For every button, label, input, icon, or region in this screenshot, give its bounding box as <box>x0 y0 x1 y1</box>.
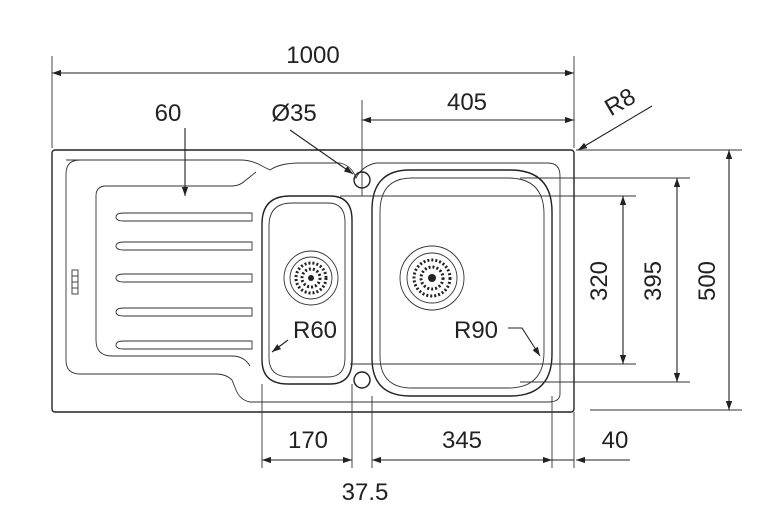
small-bowl-drain-icon <box>283 250 339 306</box>
large-bowl-width-label: 345 <box>442 427 482 454</box>
overflow-hole-icon <box>353 371 371 389</box>
drainer-area <box>71 171 257 367</box>
drainer-groove <box>115 273 253 283</box>
large-bowl-drain-icon <box>399 245 465 311</box>
overflow-slot-icon <box>71 269 79 295</box>
large-bowl-radius-label: R90 <box>454 317 498 344</box>
drainer-groove <box>115 307 253 317</box>
sink-outline <box>51 149 575 413</box>
bowl-gap-label: 37.5 <box>342 479 389 506</box>
drainer-groove <box>115 340 253 350</box>
overall-depth-label: 500 <box>694 261 721 301</box>
drainer-groove <box>115 241 253 251</box>
small-bowl-height-label: 320 <box>586 261 613 301</box>
tap-hole-label: Ø35 <box>271 100 316 127</box>
small-bowl <box>261 195 353 385</box>
small-bowl-radius-label: R60 <box>293 317 337 344</box>
small-bowl-width-label: 170 <box>288 427 328 454</box>
large-bowl-height-label: 395 <box>640 261 667 301</box>
dimension-lines <box>51 56 742 468</box>
drainer-edge-label: 60 <box>155 100 182 127</box>
tap-to-edge-label: 405 <box>447 89 487 116</box>
right-rim-label: 40 <box>602 427 629 454</box>
large-bowl <box>371 169 553 397</box>
drainer-groove <box>115 212 253 222</box>
overall-width-label: 1000 <box>286 42 339 69</box>
